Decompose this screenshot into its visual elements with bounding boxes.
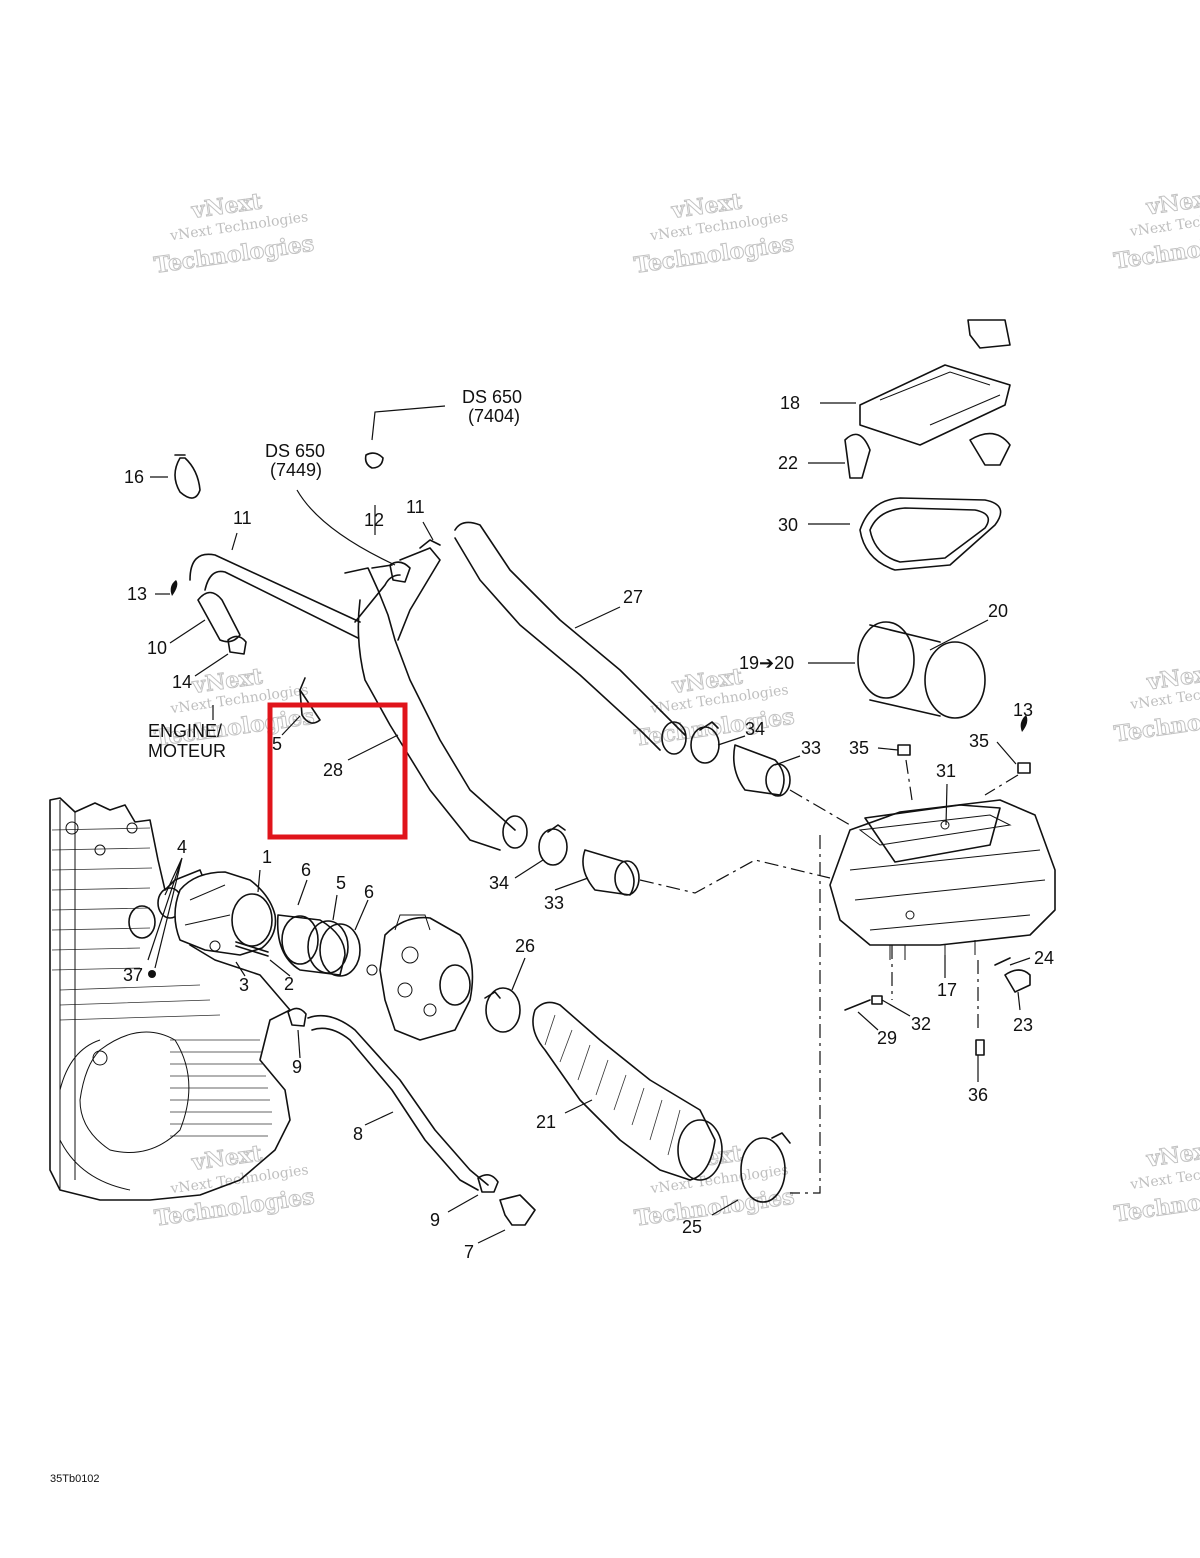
callout-26[interactable]: 26 — [515, 936, 535, 956]
clamp-9 — [287, 1007, 499, 1193]
callout-11-right[interactable]: 11 — [406, 497, 425, 517]
callout-35-left[interactable]: 35 — [849, 738, 869, 758]
clamp-25 — [740, 1132, 791, 1203]
intake-manifold-drawing — [174, 871, 474, 1041]
svg-text:DS 650: DS 650 — [462, 387, 522, 407]
svg-text:MOTEUR: MOTEUR — [148, 741, 226, 761]
callout-32[interactable]: 32 — [911, 1014, 931, 1034]
callout-21[interactable]: 21 — [536, 1112, 556, 1132]
watermark-mid-right: vNext vNext Technologies Technologies — [1112, 659, 1200, 748]
watermark-top-center: vNext vNext Technologies Technologies — [632, 188, 796, 279]
engine-label: ENGINE/ MOTEUR — [148, 721, 226, 761]
callout-9-upper[interactable]: 9 — [292, 1057, 302, 1077]
callout-10[interactable]: 10 — [147, 638, 167, 658]
guide-line-mid — [639, 859, 831, 894]
guide-line-right — [790, 835, 821, 1194]
callout-17[interactable]: 17 — [937, 980, 957, 1000]
callout-4[interactable]: 4 — [177, 837, 187, 857]
callout-15-partial[interactable]: 5 — [272, 734, 282, 754]
callout-3[interactable]: 3 — [239, 975, 249, 995]
svg-text:ENGINE/: ENGINE/ — [148, 721, 222, 741]
hose-28 — [344, 539, 528, 851]
clamp-26 — [484, 987, 521, 1033]
guide-line-35 — [905, 759, 913, 801]
callout-16[interactable]: 16 — [124, 467, 144, 487]
model-label-7404: DS 650 (7404) — [462, 387, 522, 426]
svg-text:DS 650: DS 650 — [265, 441, 325, 461]
drawing-reference: 35Tb0102 — [50, 1473, 100, 1485]
callout-13-right[interactable]: 13 — [1013, 700, 1033, 720]
callout-5[interactable]: 5 — [336, 873, 346, 893]
callout-30[interactable]: 30 — [778, 515, 798, 535]
callout-8[interactable]: 8 — [353, 1124, 363, 1144]
callout-27[interactable]: 27 — [623, 587, 643, 607]
callout-33-upper[interactable]: 33 — [801, 738, 821, 758]
callout-1[interactable]: 1 — [262, 847, 272, 867]
callout-23[interactable]: 23 — [1013, 1015, 1033, 1035]
watermark-top-right: vNext vNext Technologies Technologies — [1112, 184, 1200, 275]
callout-18[interactable]: 18 — [780, 393, 800, 413]
highlight-box-part-28[interactable] — [267, 702, 408, 840]
callout-36[interactable]: 36 — [968, 1085, 988, 1105]
leader-lines — [147, 402, 1031, 1244]
callout-13-left[interactable]: 13 — [127, 584, 147, 604]
duct-33-lower — [582, 849, 640, 896]
callout-25[interactable]: 25 — [682, 1217, 702, 1237]
callout-34-lower[interactable]: 34 — [489, 873, 509, 893]
callout-19-20[interactable]: 19➔20 — [739, 653, 794, 673]
duct-33-upper — [732, 744, 791, 797]
watermark-bottom-right: vNext vNext Technologies Technologies — [1112, 1136, 1200, 1228]
callout-6-left[interactable]: 6 — [301, 860, 311, 880]
callout-20[interactable]: 20 — [988, 601, 1008, 621]
svg-text:vNext: vNext — [1144, 1137, 1200, 1173]
callout-12[interactable]: 12 — [364, 510, 384, 530]
gasket-30 — [859, 497, 1002, 571]
callout-14[interactable]: 14 — [172, 672, 192, 692]
small-parts-airbox — [170, 580, 1031, 1056]
callout-28[interactable]: 28 — [323, 760, 343, 780]
callout-2[interactable]: 2 — [284, 974, 294, 994]
intake-silencer-21 — [532, 1001, 723, 1181]
filter-20 — [857, 621, 986, 719]
clamp-34-lower — [538, 824, 568, 866]
callout-29[interactable]: 29 — [877, 1028, 897, 1048]
callout-numbers: 16 11 13 10 14 5 12 11 27 28 18 22 30 20… — [123, 393, 1054, 1262]
hose-27 — [454, 521, 687, 755]
svg-text:(7404): (7404) — [468, 406, 520, 426]
callout-24[interactable]: 24 — [1034, 948, 1054, 968]
callout-11-left[interactable]: 11 — [233, 508, 252, 528]
callout-7[interactable]: 7 — [464, 1242, 474, 1262]
callout-9-lower[interactable]: 9 — [430, 1210, 440, 1230]
callout-35-right[interactable]: 35 — [969, 731, 989, 751]
breather-hose-11-left — [189, 553, 401, 639]
guide-line-upper — [789, 789, 851, 826]
guide-line-35b — [984, 774, 1019, 796]
svg-text:(7449): (7449) — [270, 460, 322, 480]
engine-block-drawing — [49, 797, 291, 1201]
air-box-cover-18 — [859, 319, 1011, 466]
callout-6-right[interactable]: 6 — [364, 882, 374, 902]
callout-33-lower[interactable]: 33 — [544, 893, 564, 913]
watermark-top-left: vNext vNext Technologies Technologies — [152, 188, 316, 279]
clip-22 — [844, 433, 871, 479]
callout-34-upper[interactable]: 34 — [745, 719, 765, 739]
model-label-7449: DS 650 (7449) — [265, 441, 325, 480]
callout-37[interactable]: 37 — [123, 965, 143, 985]
hose-10 — [197, 591, 241, 643]
callout-22[interactable]: 22 — [778, 453, 798, 473]
callout-31[interactable]: 31 — [936, 761, 956, 781]
air-box-body-17 — [829, 799, 1056, 960]
hose-8 — [307, 1014, 489, 1191]
ties-16-12-14 — [174, 452, 411, 724]
fitting-7 — [499, 1194, 536, 1226]
